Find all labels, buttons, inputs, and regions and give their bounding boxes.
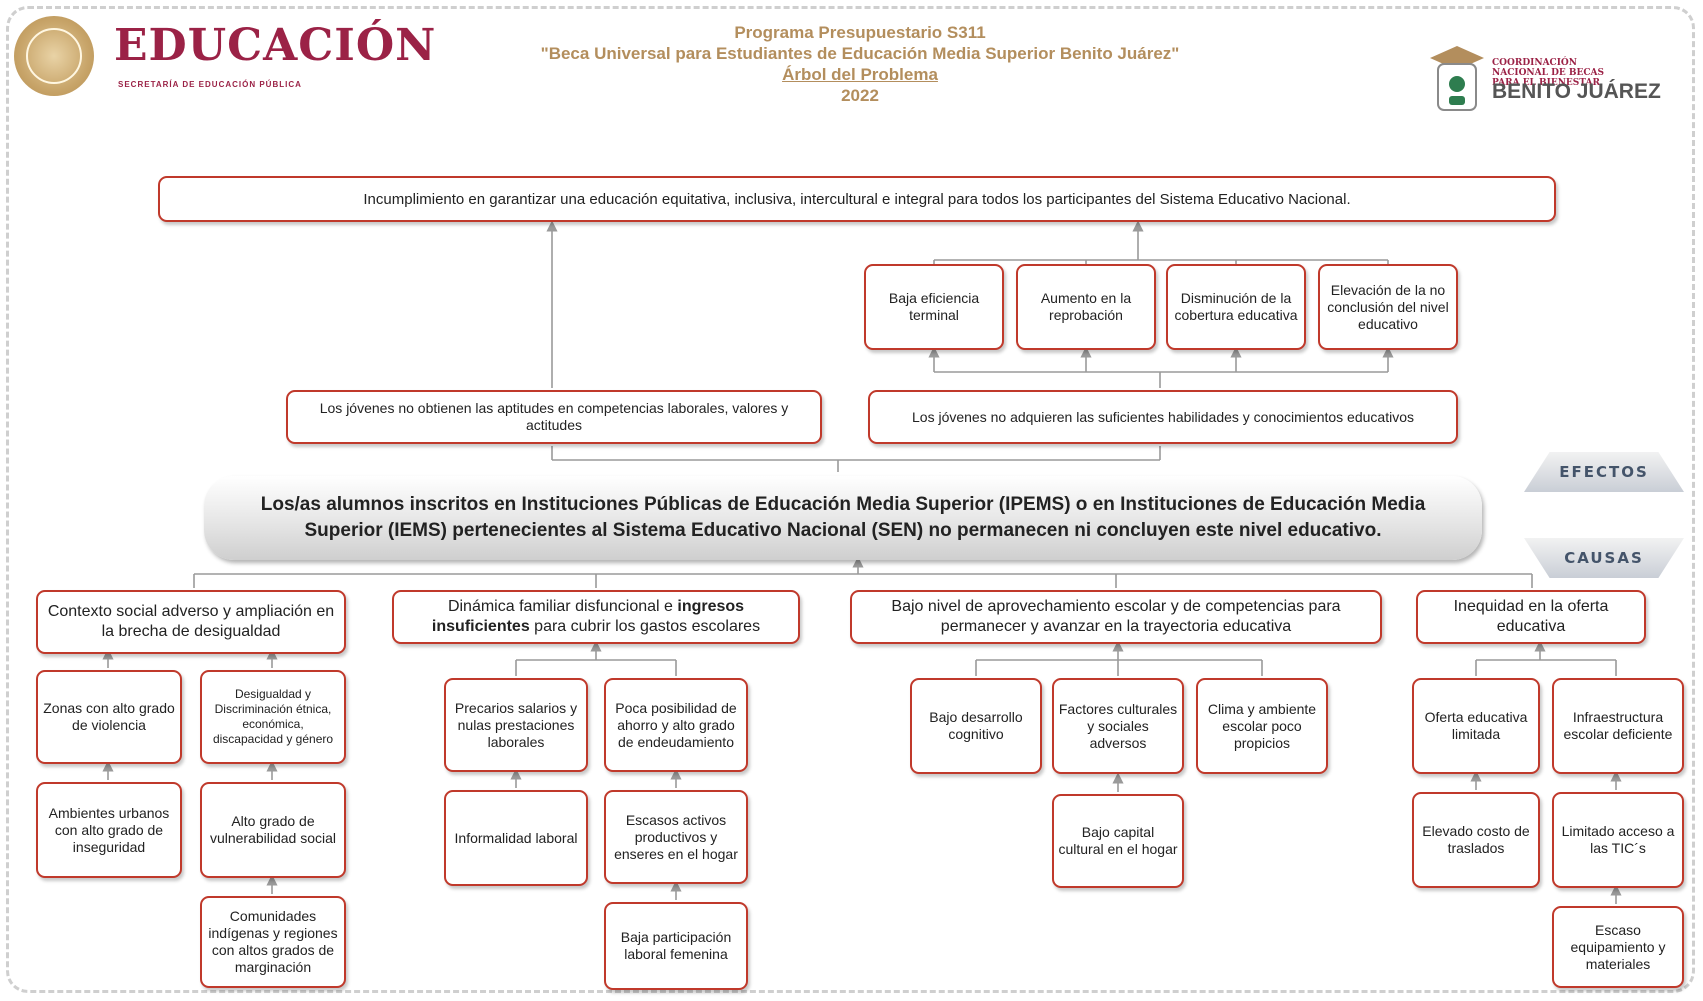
cause-4-a2: Elevado costo de traslados [1412, 792, 1540, 888]
diagram-year: 2022 [841, 86, 879, 105]
central-problem: Los/as alumnos inscritos en Institucione… [204, 476, 1482, 560]
cause-4: Inequidad en la oferta educativa [1416, 590, 1646, 644]
becas-logo: COORDINACIÓN NACIONAL DE BECAS PARA EL B… [1428, 44, 1678, 124]
cause-1-a: Zonas con alto grado de violencia [36, 670, 182, 764]
effect-sub-2: Aumento en la reprobación [1016, 264, 1156, 350]
cause-4-a: Oferta educativa limitada [1412, 678, 1540, 774]
effect-mid-left: Los jóvenes no obtienen las aptitudes en… [286, 390, 822, 444]
cause-2-b2: Escasos activos productivos y enseres en… [604, 790, 748, 884]
cause-1: Contexto social adverso y ampliación en … [36, 590, 346, 654]
cause-3-b: Factores culturales y sociales adversos [1052, 678, 1184, 774]
graduation-cap-icon [1430, 46, 1484, 111]
effect-sub-3: Disminución de la cobertura educativa [1166, 264, 1306, 350]
cause-1-b: Desigualdad y Discriminación étnica, eco… [200, 670, 346, 764]
cause-1-b2: Alto grado de vulnerabilidad social [200, 782, 346, 878]
cause-2-a2: Informalidad laboral [444, 790, 588, 886]
effect-sub-4: Elevación de la no conclusión del nivel … [1318, 264, 1458, 350]
becas-big-text: BENITO JUÁREZ [1492, 80, 1661, 103]
cause-2-a: Precarios salarios y nulas prestaciones … [444, 678, 588, 772]
cause-2-b3: Baja participación laboral femenina [604, 902, 748, 990]
sep-logo: EDUCACIÓN SECRETARÍA DE EDUCACIÓN PÚBLIC… [14, 14, 435, 100]
cause-4-b: Infraestructura escolar deficiente [1552, 678, 1684, 774]
national-seal-icon [14, 16, 94, 96]
cause-3-c: Clima y ambiente escolar poco propicios [1196, 678, 1328, 774]
becas-small-text: COORDINACIÓN NACIONAL DE BECAS PARA EL B… [1492, 58, 1605, 88]
cause-1-b3: Comunidades indígenas y regiones con alt… [200, 896, 346, 988]
diagram-header: Programa Presupuestario S311 "Beca Unive… [420, 22, 1300, 106]
cause-2: Dinámica familiar disfuncional e ingreso… [392, 590, 800, 644]
effect-sub-1: Baja eficiencia terminal [864, 264, 1004, 350]
causes-label: CAUSAS [1524, 538, 1684, 578]
cause-3-b2: Bajo capital cultural en el hogar [1052, 794, 1184, 888]
cause-2-text-a: Dinámica familiar disfuncional e [447, 598, 678, 615]
cause-4-b2: Limitado acceso a las TIC´s [1552, 792, 1684, 888]
page-frame [6, 6, 1695, 993]
cause-2-bold: ingresos insuficientes [431, 598, 745, 635]
cause-3-a: Bajo desarrollo cognitivo [910, 678, 1042, 774]
effect-top: Incumplimiento en garantizar una educaci… [158, 176, 1556, 222]
cause-2-text-b: para cubrir los gastos escolares [529, 618, 761, 635]
cause-1-a2: Ambientes urbanos con alto grado de inse… [36, 782, 182, 878]
diagram-title: Árbol del Problema [782, 65, 938, 84]
cause-3: Bajo nivel de aprovechamiento escolar y … [850, 590, 1382, 644]
program-line: Programa Presupuestario S311 [734, 23, 986, 42]
org-subtitle: SECRETARÍA DE EDUCACIÓN PÚBLICA [118, 80, 302, 89]
program-name: "Beca Universal para Estudiantes de Educ… [540, 44, 1180, 63]
cause-2-b: Poca posibilidad de ahorro y alto grado … [604, 678, 748, 772]
effects-label: EFECTOS [1524, 452, 1684, 492]
org-name: EDUCACIÓN [114, 20, 437, 71]
effect-mid-right: Los jóvenes no adquieren las suficientes… [868, 390, 1458, 444]
cause-4-b3: Escaso equipamiento y materiales [1552, 906, 1684, 988]
